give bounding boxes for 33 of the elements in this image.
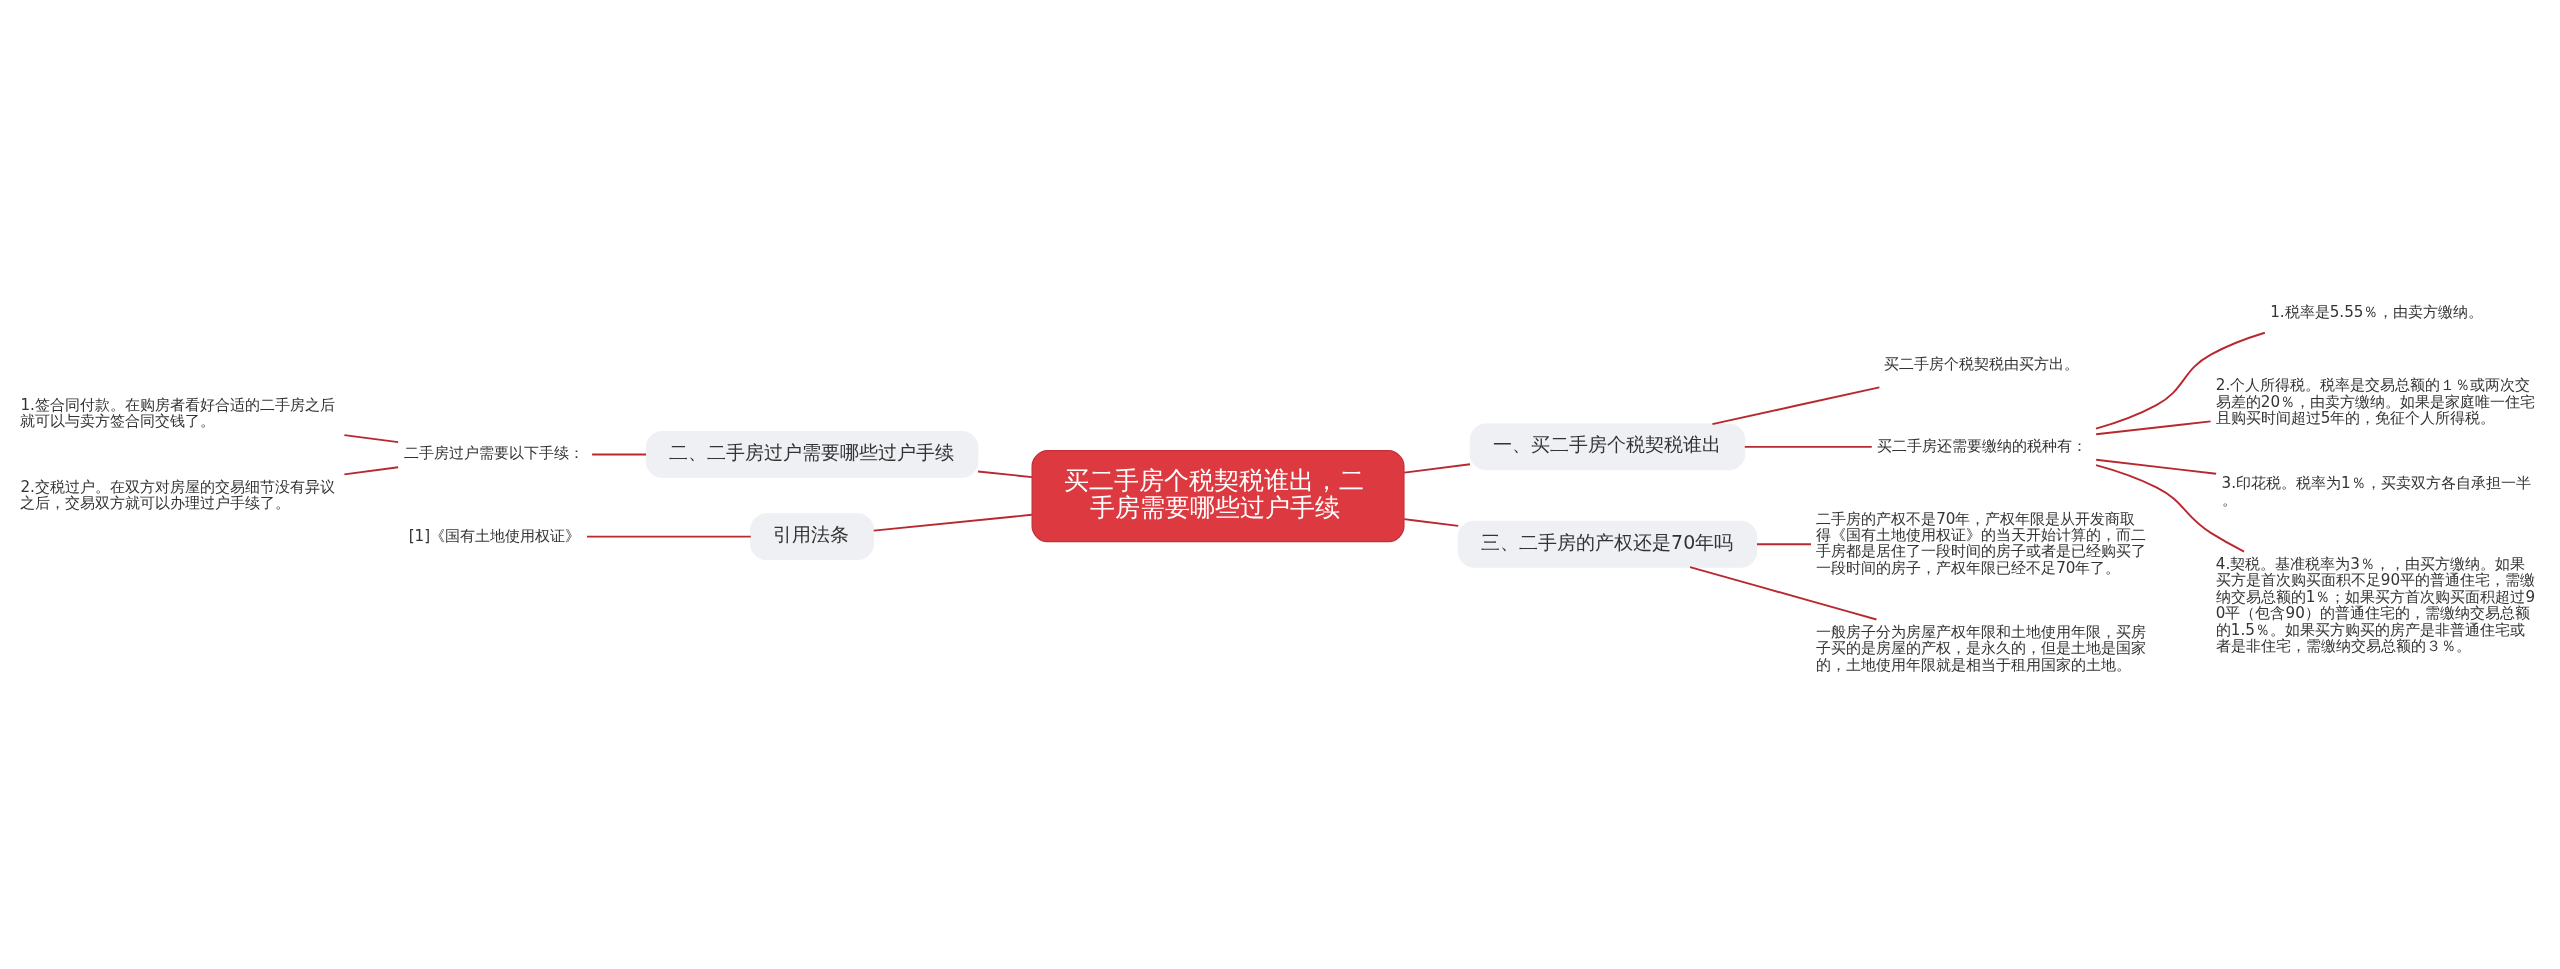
node-text: 3.印花税。税率为1％，买卖双方各自承担一半。	[2221, 474, 2531, 509]
node-text: 2.交税过户。在双方对房屋的交易细节没有异议之后，交易双方就可以办理过户手续了。	[20, 477, 335, 513]
node-text: 二手房的产权不是70年，产权年限是从开发商取得《国有土地使用权证》的当天开始计算的，而二手房都是居住了一段时间的房子或者是已经购买了一段时间的房子，产权年限已经不足70年了。	[1816, 509, 2147, 577]
connector	[872, 513, 1033, 532]
connector	[1689, 566, 1878, 621]
node-box: 买二手房个税契税谁出，二手房需要哪些过户手续	[1031, 450, 1405, 543]
node-box: 一、买二手房个税契税谁出	[1469, 423, 1746, 471]
node-text: 1.税率是5.55％，由卖方缴纳。	[2270, 302, 2484, 321]
connector	[1756, 543, 1812, 546]
node-text: 一般房子分为房屋产权年限和土地使用年限，买房子买的是房屋的产权，是永久的，但是土地是国家的，土地使用年限就是相当于租用国家的土地。	[1816, 622, 2147, 674]
node-text: 买二手房个税契税由买方出。	[1884, 354, 2080, 373]
node-text: 4.契税。基准税率为3％，，由买方缴纳。如果买方是首次购买面积不足90平的普通住宅，需缴纳交易总额的1％；如果买方首次购买面积超过90平（包含90）的普通住宅的，需缴纳交易总额的1.5％。如果买方购买的房产是非普通住宅或者是非住宅，需缴纳交易总额的３％。	[2215, 555, 2536, 656]
connector	[586, 535, 752, 538]
connector	[977, 470, 1033, 479]
node-text: 2.个人所得税。税率是交易总额的１％或两次交易差的20％，由卖方缴纳。如果是家庭唯一住宅且购买时间超过5年的，免征个人所得税。	[2215, 376, 2536, 427]
connector	[343, 466, 400, 476]
connector	[2095, 458, 2218, 475]
node-box: 二、二手房过户需要哪些过户手续	[645, 431, 979, 478]
connector	[1711, 386, 1881, 426]
connector	[2095, 420, 2212, 436]
node-box: 引用法条	[750, 513, 875, 561]
connector	[343, 434, 400, 443]
node-text: 1.签合同付款。在购房者看好合适的二手房之后就可以与卖方签合同交钱了。	[20, 395, 335, 431]
node-box: 三、二手房的产权还是70年吗	[1457, 520, 1758, 568]
node-text: 买二手房还需要缴纳的税种有：	[1876, 436, 2087, 455]
connector	[1403, 518, 1460, 527]
node-text: [1]《国有土地使用权证》	[408, 526, 581, 545]
connector	[1403, 463, 1471, 474]
connector	[2095, 331, 2266, 430]
connector	[2095, 464, 2245, 553]
connector	[1743, 445, 1873, 448]
connector	[591, 453, 647, 456]
node-text: 二手房过户需要以下手续：	[403, 444, 584, 463]
